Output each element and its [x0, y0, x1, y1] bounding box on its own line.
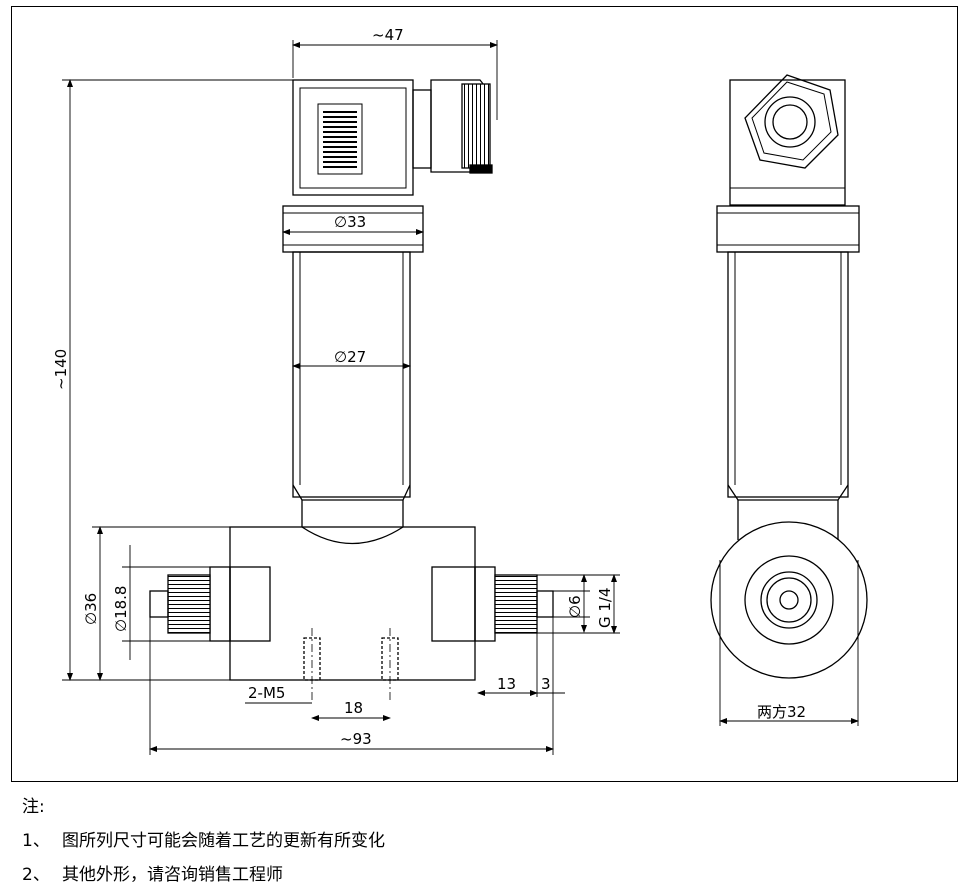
- side-disk: [710, 521, 868, 679]
- notes-heading: 注:: [22, 797, 45, 817]
- note-number: 1、: [22, 831, 50, 851]
- dim-hole-spec: 2-M5: [248, 684, 285, 702]
- dim-port-diameter: ∅18.8: [112, 586, 130, 632]
- dimension-lines: [62, 40, 620, 755]
- side-connector: [729, 79, 846, 206]
- dim-thread-spec: G 1/4: [596, 587, 614, 628]
- notes-section: 注: 1、图所列尺寸可能会随着工艺的更新有所变化 2、其他外形，请咨询销售工程师: [22, 790, 385, 892]
- dim-connector-width: ~47: [372, 26, 404, 44]
- dim-body-diameter: ∅27: [334, 348, 366, 366]
- note-number: 2、: [22, 865, 50, 885]
- body-tube: [292, 251, 411, 498]
- note-item: 2、其他外形，请咨询销售工程师: [22, 858, 385, 892]
- dim-total-length: ~93: [340, 730, 372, 748]
- note-text: 图所列尺寸可能会随着工艺的更新有所变化: [62, 831, 385, 851]
- dim-collar-diameter: ∅33: [334, 213, 366, 231]
- note-item: 1、图所列尺寸可能会随着工艺的更新有所变化: [22, 824, 385, 858]
- front-view: [149, 79, 554, 700]
- drawing-frame: [11, 6, 958, 782]
- dim-block-height: ∅36: [82, 593, 100, 625]
- dim-nozzle-diameter: ∅6: [566, 595, 584, 618]
- dim-hex-size: 两方32: [757, 703, 806, 721]
- flange-block: [229, 526, 476, 681]
- dim-thread-length: 13: [497, 675, 516, 693]
- note-text: 其他外形，请咨询销售工程师: [62, 865, 283, 885]
- dim-total-height: ~140: [52, 349, 70, 390]
- dim-nozzle-length: 3: [541, 675, 551, 693]
- hex-nut: [744, 74, 839, 169]
- side-view: [710, 74, 868, 726]
- dim-hole-spacing: 18: [344, 699, 363, 717]
